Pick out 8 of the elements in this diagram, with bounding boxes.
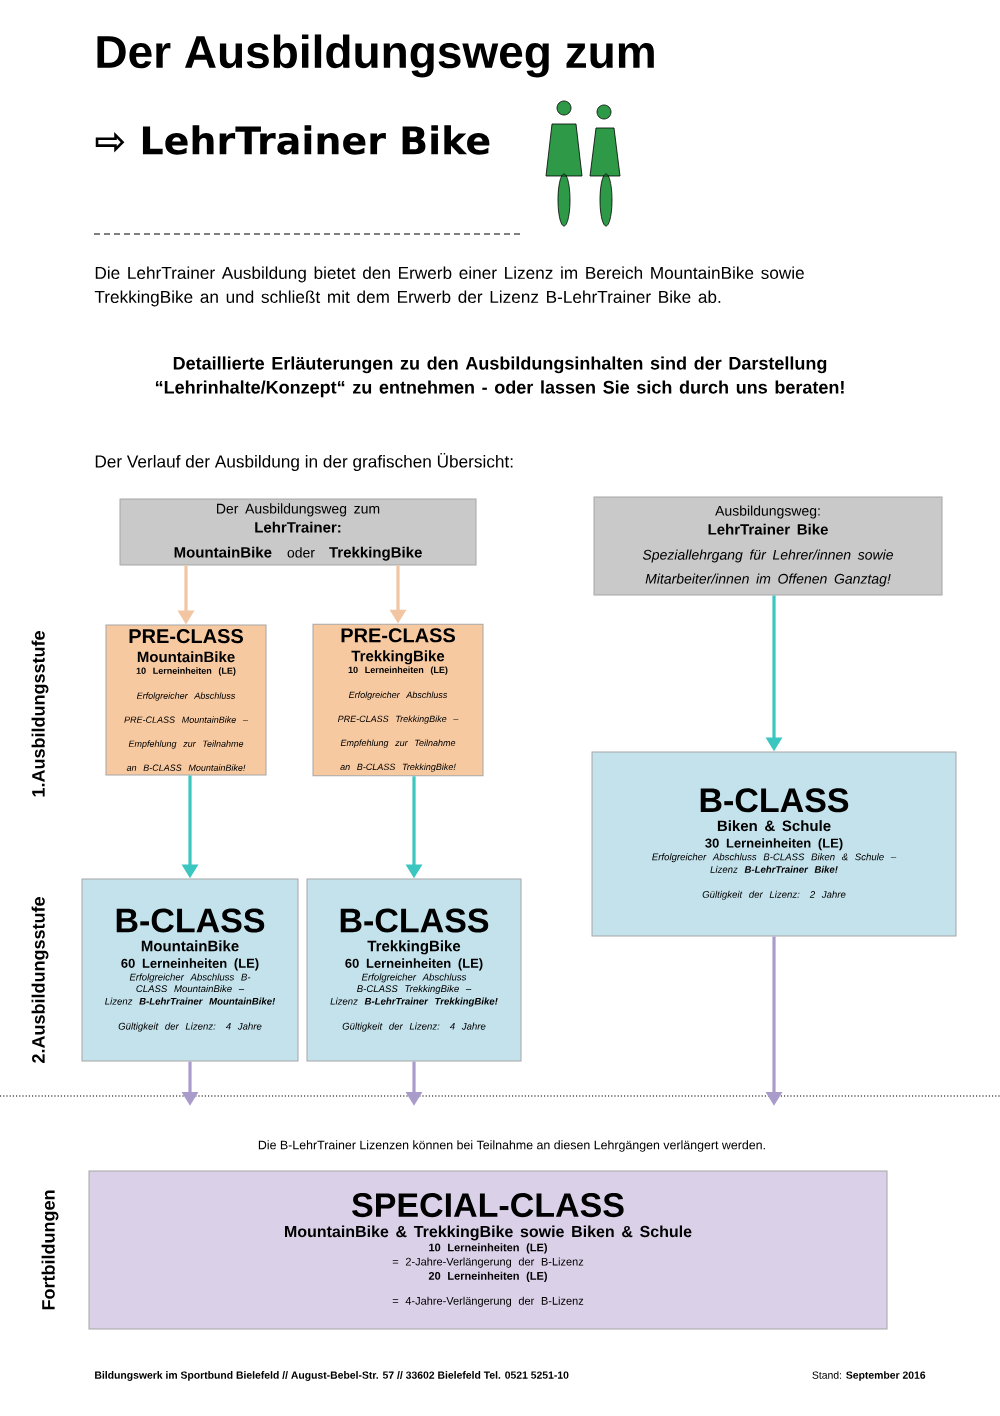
subtitle: ⇨ LehrTrainer Bike — [95, 125, 490, 155]
note-paragraph: Detaillierte Erläuterungen zu den Ausbildungsinhalten sind der Darstellung “Lehrinhalte/Konzept“ zu entnehmen - oder lassen Sie sich durch uns beraten! — [155, 356, 844, 398]
stage-label: 1.Ausbildungsstufe — [31, 631, 49, 797]
stage-label: 2.Ausbildungsstufe — [31, 897, 49, 1063]
title: Der Ausbildungsweg zum — [97, 34, 654, 78]
overview-heading: Der Verlauf der Ausbildung in der grafischen Übersicht: — [95, 453, 513, 471]
intro-paragraph: Die LehrTrainer Ausbildung bietet den Erwerb einer Lizenz im Bereich MountainBike sowie TrekkingBike an und schließt mit dem Erwerb der Lizenz B-LehrTrainer Bike ab. — [94, 266, 804, 307]
stage-label: Fortbildungen — [41, 1190, 59, 1310]
